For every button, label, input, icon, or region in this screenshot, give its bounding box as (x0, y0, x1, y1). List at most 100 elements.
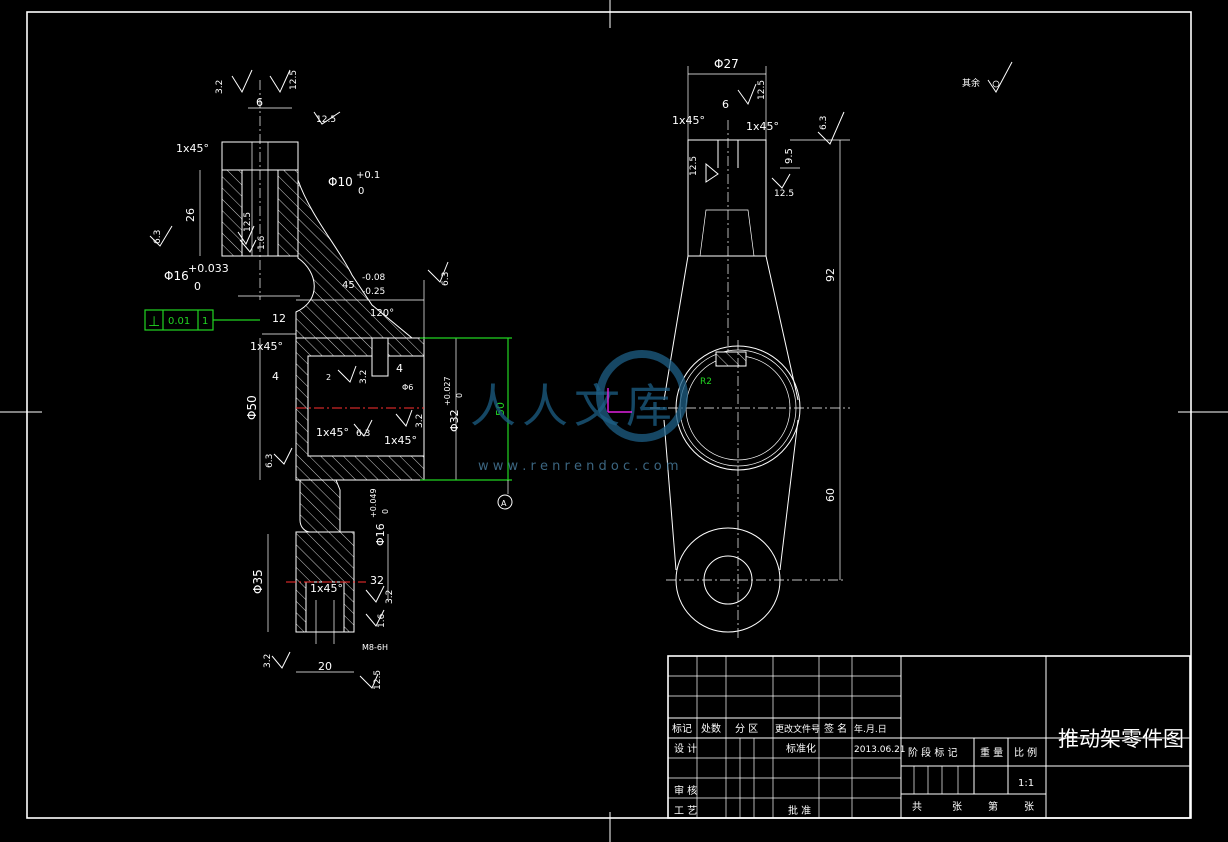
tolerance-value: 0.01 (168, 316, 190, 327)
approve-label: 批 准 (788, 804, 811, 817)
dim-bore-top: Φ10 (328, 175, 353, 189)
svg-text:3.2: 3.2 (385, 590, 395, 604)
process-label: 工 艺 (674, 805, 697, 817)
dim-front-chamfer-r: 1x45° (746, 120, 779, 133)
datum-marker: A (497, 480, 513, 510)
dim-chamfer-top: 1x45° (176, 142, 209, 155)
sheet-nth: 第 (988, 800, 998, 813)
svg-text:12.5: 12.5 (289, 70, 299, 90)
dim-top-width: 6 (256, 96, 263, 109)
dim-tol-neg2: -0.25 (362, 287, 385, 297)
row-header-zone: 分 区 (735, 723, 758, 735)
dim-phi6: Φ6 (402, 383, 413, 392)
svg-text:12.5: 12.5 (373, 670, 383, 690)
tolerance-symbol: ⊥ (148, 314, 160, 330)
dim-front-60: 60 (824, 488, 837, 502)
title-block[interactable]: 标记 处数 分 区 更改文件号 签 名 年.月.日 设 计 标准化 2013.0… (667, 655, 1191, 819)
dim-bore-top-tol-low: 0 (358, 186, 364, 197)
dim-front-6: 6 (722, 98, 729, 111)
svg-text:6.3: 6.3 (265, 454, 275, 468)
dim-bore-16-tol-up: +0.033 (188, 262, 229, 275)
dim-width-20: 20 (318, 660, 332, 673)
dim-angle-120: 120° (370, 308, 394, 319)
dim-32: 32 (370, 574, 384, 587)
dim-front-92: 92 (824, 268, 837, 282)
dim-bore-16-tol-low: 0 (194, 280, 201, 293)
svg-text:12.5: 12.5 (316, 115, 336, 125)
roughness-symbols-section: 3.2 12.5 12.5 6.3 12.5 1.6 6.3 3.2 6.3 3… (149, 69, 451, 690)
watermark-text: 人人文库 (470, 379, 678, 433)
dim-4b: 4 (396, 362, 403, 375)
svg-text:1.6: 1.6 (377, 613, 387, 628)
dim-bore-top-tol-up: +0.1 (356, 170, 380, 181)
svg-text:A: A (501, 499, 507, 508)
row-header-date: 年.月.日 (854, 723, 887, 735)
drawing-title: 推动架零件图 (1058, 727, 1184, 751)
dim-dia-32-tol-up: +0.027 (443, 376, 452, 406)
svg-text:3.2: 3.2 (215, 80, 225, 94)
watermark-url: w w w . r e n r e n d o c . c o m (478, 459, 679, 474)
front-view[interactable]: Φ27 6 1x45° 1x45° 9.5 92 60 R2 12.5 6.3 … (650, 57, 850, 640)
svg-text:12.5: 12.5 (757, 80, 767, 100)
dim-front-chamfer-l: 1x45° (672, 114, 705, 127)
sheet-total: 共 (912, 801, 922, 813)
svg-text:1.6: 1.6 (257, 235, 267, 250)
svg-text:12.5: 12.5 (689, 156, 699, 176)
dim-chamfer-left: 1x45° (250, 340, 283, 353)
svg-text:6.3: 6.3 (441, 272, 451, 286)
svg-text:12.5: 12.5 (243, 212, 253, 232)
sheet-unit2: 张 (1024, 801, 1034, 813)
dim-chamfer-low: 1x45° (310, 582, 343, 595)
dim-thread: M8-6H (362, 643, 388, 652)
dim-bore-16b: Φ16 (374, 523, 387, 546)
tolerance-frame[interactable]: ⊥ 0.01 1 (144, 309, 260, 331)
svg-text:12.5: 12.5 (774, 189, 794, 199)
dim-angle-45: 45 (342, 280, 355, 291)
general-roughness-note: 其余 (962, 61, 1013, 93)
dim-width-50: 50 (494, 402, 507, 416)
dim-front-95: 9.5 (784, 148, 795, 164)
review-label: 审 核 (674, 784, 697, 797)
dim-dia-32: Φ32 (448, 409, 461, 432)
dim-front-hole: R2 (700, 377, 712, 387)
design-label: 设 计 (674, 742, 697, 755)
row-header-count: 处数 (701, 722, 721, 735)
dim-2: 2 (326, 373, 331, 382)
dim-front-top-dia: Φ27 (714, 57, 739, 71)
dim-12: 12 (272, 312, 286, 325)
dim-height-26: 26 (184, 208, 197, 222)
tolerance-datum: 1 (202, 316, 208, 327)
standardize-label: 标准化 (786, 742, 816, 755)
scale-label: 比 例 (1014, 746, 1037, 759)
roughness-symbols-front: 12.5 6.3 12.5 12.5 (689, 80, 845, 199)
svg-text:6.3: 6.3 (819, 116, 829, 130)
svg-text:3.2: 3.2 (415, 414, 425, 428)
stage-label: 阶 段 标 记 (908, 746, 958, 759)
section-view[interactable]: 6 1x45° Φ10 +0.1 0 26 Φ16 +0.033 0 12 1x… (144, 69, 513, 690)
row-header-mark: 标记 (672, 723, 692, 735)
dim-chamfer-mid1: 1x45° (316, 426, 349, 439)
dim-4a: 4 (272, 370, 279, 383)
svg-text:3.2: 3.2 (359, 370, 369, 384)
dim-dia-50: Φ50 (245, 395, 259, 420)
weight-label: 重 量 (980, 746, 1003, 759)
dim-bore-16: Φ16 (164, 269, 189, 283)
dim-bore-16b-tol-low: 0 (381, 509, 390, 514)
svg-text:6.3: 6.3 (153, 230, 163, 244)
dim-chamfer-mid2: 1x45° (384, 434, 417, 447)
dim-bore-16b-tol-up: +0.049 (369, 488, 378, 518)
svg-text:3.2: 3.2 (263, 654, 273, 668)
scale-value: 1:1 (1018, 778, 1034, 789)
dim-dia-32-tol-low: 0 (455, 393, 464, 398)
row-header-docno: 更改文件号 (775, 723, 820, 735)
dim-dia-35: Φ35 (251, 569, 265, 594)
watermark: 人人文库 w w w . r e n r e n d o c . c o m (470, 350, 688, 474)
sheet-unit1: 张 (952, 801, 962, 813)
svg-text:其余: 其余 (962, 77, 980, 89)
svg-text:6.3: 6.3 (356, 429, 370, 439)
dim-tol-neg1: -0.08 (362, 273, 386, 283)
row-header-sign: 签 名 (824, 722, 847, 735)
date-value: 2013.06.21 (854, 745, 906, 755)
